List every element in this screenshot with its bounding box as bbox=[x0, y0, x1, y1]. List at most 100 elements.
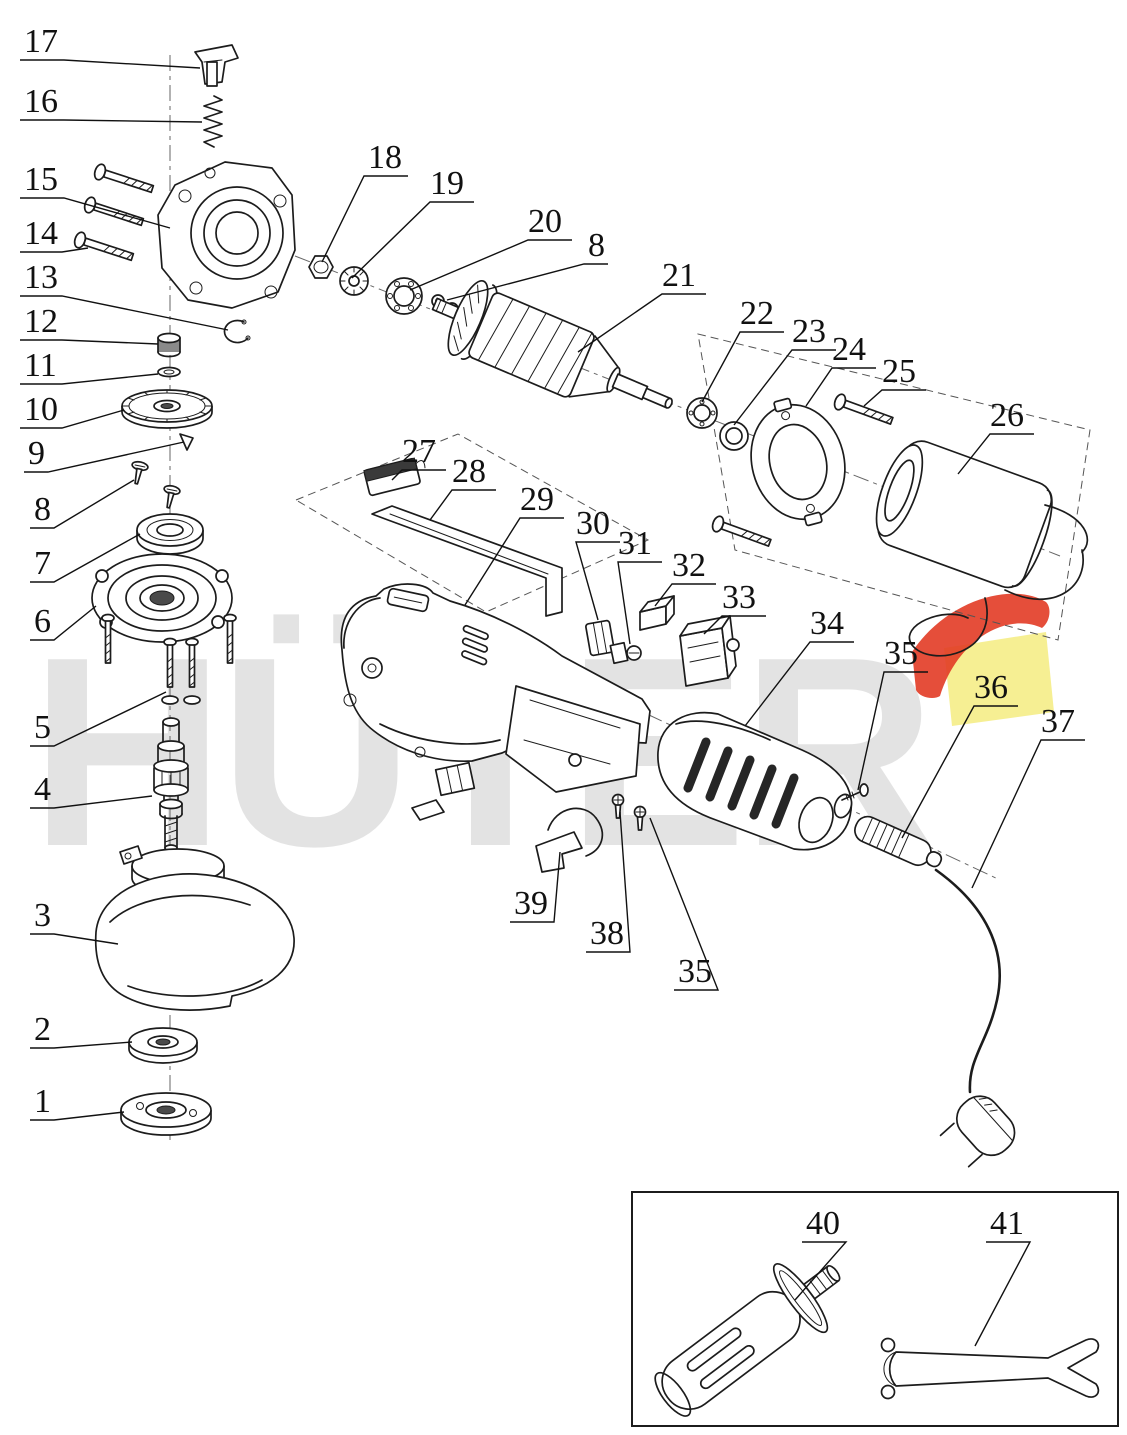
callout-number: 14 bbox=[24, 215, 58, 252]
callout-2: 2 bbox=[30, 1011, 133, 1049]
callout-39: 39 bbox=[510, 851, 561, 923]
part-16-spring bbox=[203, 95, 223, 148]
callout-number: 8 bbox=[34, 491, 51, 528]
callout-35: 35 bbox=[649, 817, 720, 991]
callout-leader-line bbox=[617, 561, 662, 645]
callout-number: 30 bbox=[576, 505, 610, 542]
part-17-clamp-lever bbox=[194, 44, 239, 87]
callout-number: 21 bbox=[662, 257, 696, 294]
callout-number: 3 bbox=[34, 897, 51, 934]
part-35-screw-right bbox=[841, 783, 869, 801]
part-28-bracket-bar bbox=[371, 505, 563, 617]
callout-number: 23 bbox=[792, 313, 826, 350]
callout-1: 1 bbox=[30, 1083, 125, 1121]
callout-leader-line bbox=[744, 641, 854, 727]
callout-41: 41 bbox=[974, 1205, 1032, 1347]
callout-leader-line bbox=[409, 239, 572, 291]
callout-29: 29 bbox=[464, 481, 564, 606]
callout-leader-line bbox=[794, 1241, 848, 1301]
callout-10: 10 bbox=[20, 391, 125, 429]
part-37-power-cord bbox=[934, 868, 1016, 1168]
callout-24: 24 bbox=[805, 331, 876, 407]
callout-number: 32 bbox=[672, 547, 706, 584]
callout-number: 35 bbox=[884, 635, 918, 672]
callout-7: 7 bbox=[30, 533, 141, 583]
callout-number: 37 bbox=[1041, 703, 1075, 740]
callout-number: 28 bbox=[452, 453, 486, 490]
callout-leader-line bbox=[20, 119, 203, 123]
callout-leader-line bbox=[30, 1111, 125, 1121]
callout-number: 40 bbox=[806, 1205, 840, 1242]
part-7-bearing bbox=[136, 513, 204, 555]
callout-leader-line bbox=[971, 739, 1085, 889]
part-14-screws bbox=[71, 161, 156, 266]
callout-9: 9 bbox=[24, 435, 185, 473]
part-23-rubber-ring bbox=[719, 421, 749, 451]
callout-leader-line bbox=[957, 433, 1034, 475]
watermark-red-accent bbox=[912, 593, 1050, 698]
callout-number: 11 bbox=[24, 347, 57, 384]
callout-leader-line bbox=[321, 175, 408, 263]
part-18-nut bbox=[308, 255, 334, 279]
callout-leader-line bbox=[20, 339, 159, 345]
callout-28: 28 bbox=[429, 453, 496, 521]
part-21-rotor bbox=[431, 279, 673, 409]
callout-4: 4 bbox=[30, 771, 153, 809]
part-34-rear-housing bbox=[657, 711, 853, 851]
part-41-wrench bbox=[880, 1337, 1100, 1400]
callout-leader-line bbox=[391, 469, 446, 481]
callout-leader-line bbox=[20, 373, 159, 385]
callout-leader-line bbox=[30, 691, 167, 747]
callout-number: 7 bbox=[34, 545, 51, 582]
callout-31: 31 bbox=[617, 525, 662, 645]
callout-leader-line bbox=[464, 517, 564, 606]
callout-leader-line bbox=[654, 583, 716, 607]
callout-leader-line bbox=[30, 933, 119, 945]
part-11-washer bbox=[157, 366, 181, 378]
callout-number: 31 bbox=[618, 525, 652, 562]
callout-27: 27 bbox=[391, 433, 446, 481]
callout-number: 2 bbox=[34, 1011, 51, 1048]
callout-number: 13 bbox=[24, 259, 58, 296]
callout-15: 15 bbox=[20, 161, 171, 229]
callout-number: 10 bbox=[24, 391, 58, 428]
part-6-bearing-flange bbox=[91, 553, 233, 643]
callout-leader-line bbox=[24, 441, 185, 473]
callout-number: 34 bbox=[810, 605, 844, 642]
callout-leader-line bbox=[20, 197, 171, 229]
callout-leader-line bbox=[20, 409, 125, 429]
callout-20: 20 bbox=[409, 203, 572, 291]
callout-40: 40 bbox=[794, 1205, 848, 1301]
callout-17: 17 bbox=[20, 23, 201, 69]
callout-32: 32 bbox=[654, 547, 716, 607]
callout-number: 12 bbox=[24, 303, 58, 340]
callout-number: 27 bbox=[402, 433, 436, 470]
part-36-cable-sleeve bbox=[854, 815, 943, 868]
callout-23: 23 bbox=[733, 313, 836, 426]
callout-leader-line bbox=[30, 605, 97, 641]
callout-number: 29 bbox=[520, 481, 554, 518]
callout-3: 3 bbox=[30, 897, 119, 945]
part-10-gear-wheel bbox=[121, 389, 213, 429]
callout-36: 36 bbox=[901, 669, 1018, 839]
callout-leader-line bbox=[20, 247, 89, 253]
callout-35: 35 bbox=[857, 635, 928, 791]
callout-leader-line bbox=[733, 349, 836, 426]
callout-33: 33 bbox=[703, 579, 766, 635]
callout-25: 25 bbox=[863, 353, 926, 407]
part-39-cord-clamp bbox=[535, 807, 604, 873]
callout-number: 5 bbox=[34, 709, 51, 746]
callout-number: 39 bbox=[514, 885, 548, 922]
callout-number: 8 bbox=[588, 227, 605, 264]
part-24-inner-cover bbox=[750, 397, 846, 527]
callout-number: 16 bbox=[24, 83, 58, 120]
callout-leader-line bbox=[805, 367, 876, 407]
inset-box bbox=[631, 1191, 1119, 1427]
callout-leader-line bbox=[701, 331, 784, 403]
callout-13: 13 bbox=[20, 259, 229, 331]
part-33-switch bbox=[679, 615, 740, 687]
callout-34: 34 bbox=[744, 605, 854, 727]
callout-number: 6 bbox=[34, 603, 51, 640]
